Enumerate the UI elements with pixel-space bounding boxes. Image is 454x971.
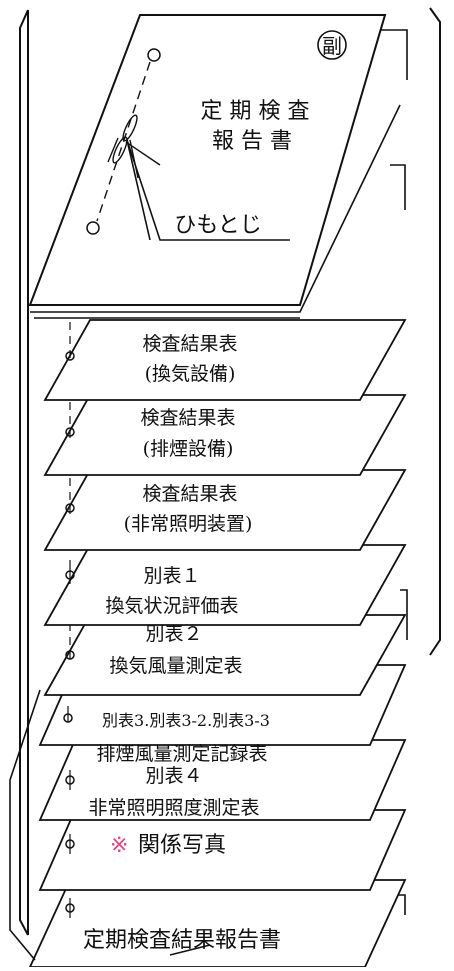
sheet-4-line1: 別表１: [143, 565, 200, 587]
sheet-backs: [380, 29, 408, 915]
copy-mark: 副: [322, 34, 342, 58]
sheet-final-report-label: 定期検査結果報告書: [83, 928, 281, 953]
sheet-1-line1: 検査結果表: [142, 333, 237, 355]
sheet-2-line1: 検査結果表: [140, 407, 235, 429]
sheet-3-line2: (非常照明装置): [124, 513, 253, 535]
sheet-1-line2: (換気設備): [145, 363, 236, 385]
cover-title-line1: 定 期 検 査: [201, 99, 310, 124]
cover-thickness: [30, 104, 401, 319]
sheet-5-line2: 換気風量測定表: [109, 655, 242, 677]
cover-sheet: 副 定 期 検 査 報 告 書 ひもとじ: [28, 14, 387, 306]
note-mark: ※: [110, 833, 128, 858]
sheet-2-line2: (排煙設備): [143, 438, 234, 460]
sheet-5-line1: 別表２: [145, 623, 202, 645]
sheet-2: 検査結果表 (排煙設備): [43, 394, 407, 476]
binding-hole-icon: [86, 221, 100, 235]
sheet-7: 別表４ 非常照明照度測定表: [38, 739, 407, 821]
sheet-5: 別表２ 換気風量測定表: [43, 614, 407, 696]
copy-mark-circle: [317, 30, 347, 60]
sheet-1: 検査結果表 (換気設備): [43, 319, 407, 401]
sheet-4-line2: 換気状況評価表: [105, 595, 238, 617]
binding-cord: [9, 689, 211, 961]
sheet-4: 別表１ 換気状況評価表: [43, 544, 407, 626]
binder-outline: [19, 7, 441, 936]
sheet-photos-label: 関係写真: [138, 833, 226, 858]
sheet-3: 検査結果表 (非常照明装置): [43, 469, 407, 551]
binding-string: [96, 61, 151, 222]
sheet-3-line1: 検査結果表: [142, 483, 237, 505]
sheet-6-line2: 排煙風量測定記録表: [96, 743, 267, 765]
sheet-7-line2: 非常照明照度測定表: [88, 797, 259, 819]
binding-label: ひもとじ: [174, 213, 262, 238]
binding-hole-icon: [147, 48, 161, 62]
sheet-6-line1: 別表3.別表3-2.別表3-3: [102, 711, 270, 730]
sheet-final-report: 定期検査結果報告書: [28, 879, 407, 968]
cover-title-line2: 報 告 書: [212, 129, 292, 154]
sheet-photos: ※ 関係写真: [38, 809, 407, 891]
leader-line: [126, 139, 290, 241]
sheet-7-line1: 別表４: [145, 765, 202, 787]
